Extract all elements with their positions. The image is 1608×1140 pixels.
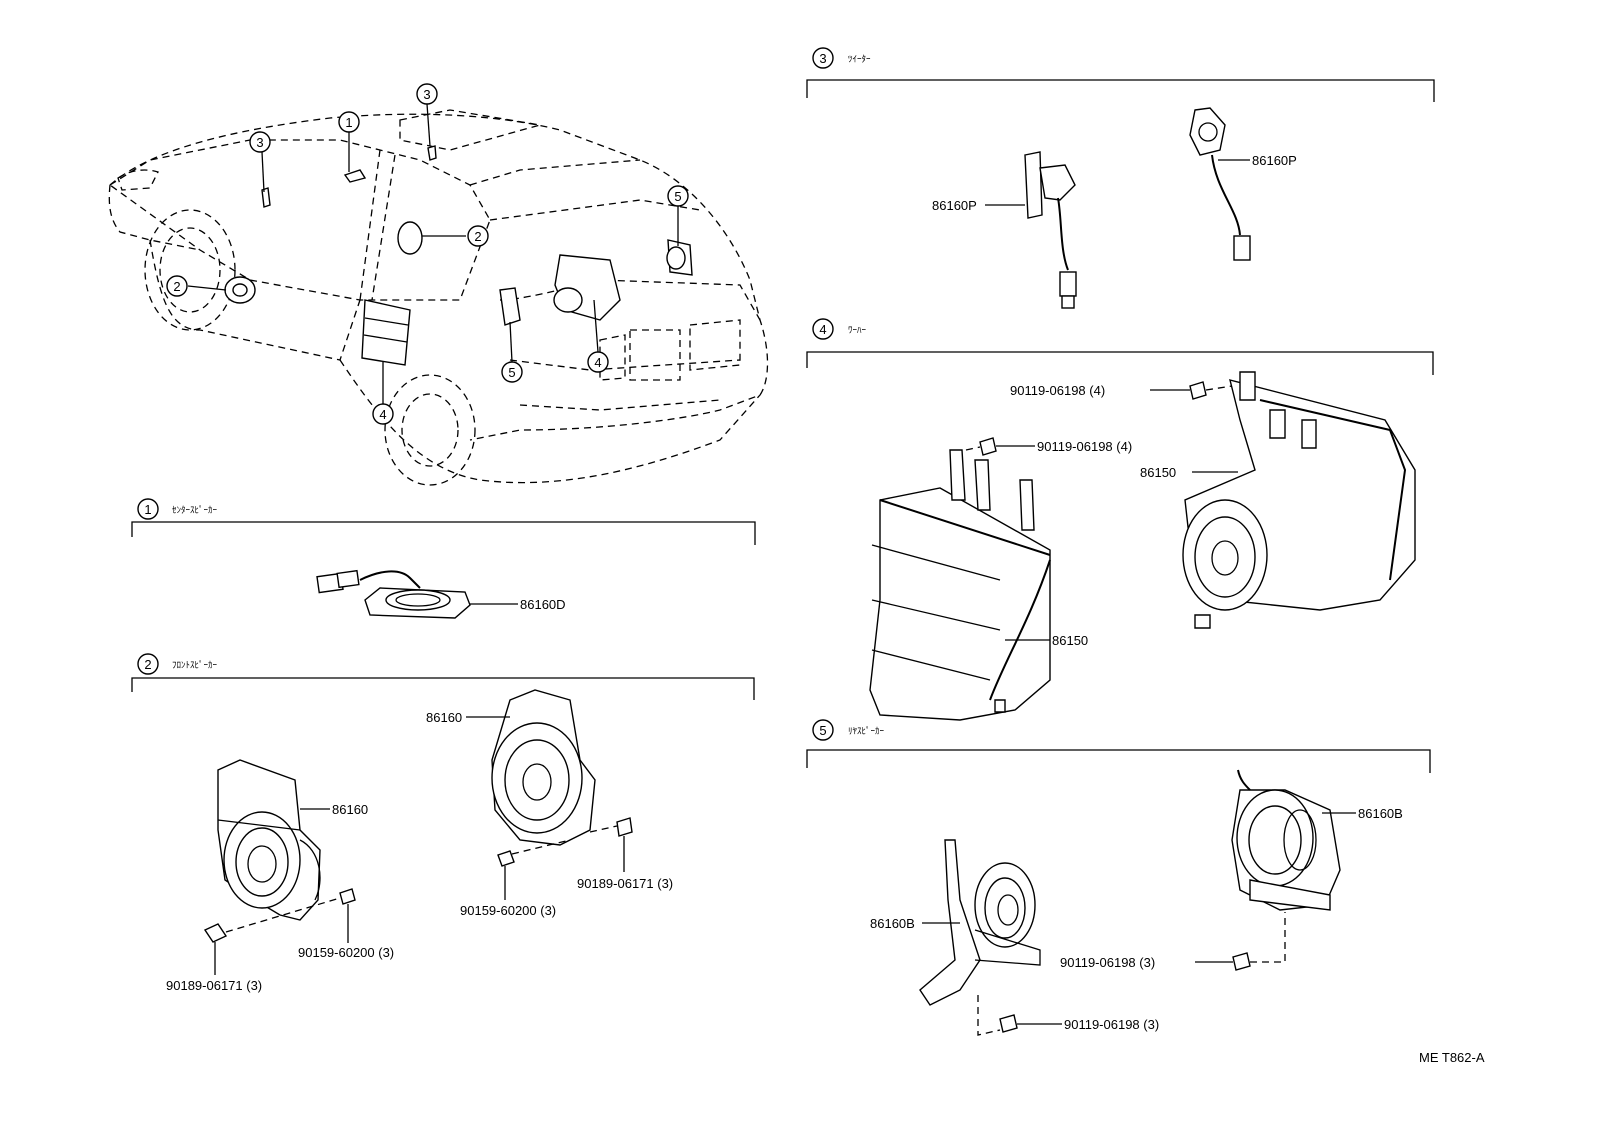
diagram-code: ME T862-A <box>1419 1050 1485 1065</box>
callout-circle <box>166 275 188 297</box>
section-title: ｾﾝﾀｰｽﾋﾟｰｶｰ <box>172 505 218 516</box>
part-label: 86150 <box>1140 465 1176 480</box>
section-rear-speaker: 5 ﾘﾔｽﾋﾟｰｶｰ 86160B 90119-06198 (3) 86160B… <box>806 719 1431 1036</box>
section-title: ﾌﾛﾝﾄｽﾋﾟｰｶｰ <box>172 660 218 671</box>
callout-circle <box>587 351 609 373</box>
callout-label: 3 <box>423 87 430 102</box>
section-number-circle <box>812 318 834 340</box>
callout-circle <box>667 185 689 207</box>
section-number: 1 <box>144 502 151 517</box>
section-title: ﾜｰﾊｰ <box>848 326 867 336</box>
part-label: 90119-06198 (4) <box>1010 383 1105 398</box>
section-title: ﾘﾔｽﾋﾟｰｶｰ <box>848 726 885 737</box>
part-label: 86160 <box>426 710 462 725</box>
screw-icon <box>339 888 356 905</box>
part-label: 90189-06171 (3) <box>166 978 262 993</box>
section-number: 5 <box>819 723 826 738</box>
part-label: 90159-60200 (3) <box>460 903 556 918</box>
section-title: ﾂｲｰﾀｰ <box>848 54 871 65</box>
woofer-box-left <box>869 487 1051 721</box>
callout-label: 4 <box>379 407 386 422</box>
section-number-circle <box>812 47 834 69</box>
section-number-circle <box>137 653 159 675</box>
callout-circle <box>338 111 360 133</box>
callout-label: 5 <box>508 365 515 380</box>
section-number-circle <box>137 498 159 520</box>
callout-circle <box>467 225 489 247</box>
section-center-speaker: 1 ｾﾝﾀｰｽﾋﾟｰｶｰ 86160D <box>131 498 756 619</box>
callout-label: 5 <box>674 189 681 204</box>
callout-label: 4 <box>594 355 601 370</box>
part-label: 86160P <box>932 198 977 213</box>
callout-circle <box>501 361 523 383</box>
bolt-icon <box>999 1014 1018 1033</box>
callout-circle <box>249 131 271 153</box>
tweeter-right <box>1189 107 1226 156</box>
section-front-speaker: 2 ﾌﾛﾝﾄｽﾋﾟｰｶｰ 86160 90159-60200 (3) 90189… <box>131 653 755 993</box>
part-label: 86160D <box>520 597 566 612</box>
part-label: 86150 <box>1052 633 1088 648</box>
section-tweeter: 3 ﾂｲｰﾀｰ 86160P 86160P <box>806 47 1435 309</box>
callout-label: 2 <box>173 279 180 294</box>
section-number-circle <box>812 719 834 741</box>
callout-label: 1 <box>345 115 352 130</box>
tweeter-bracket-left <box>1024 151 1043 219</box>
part-label: 86160B <box>1358 806 1403 821</box>
connector <box>1233 235 1251 261</box>
part-label: 86160P <box>1252 153 1297 168</box>
bolt-icon <box>1189 381 1207 400</box>
clip-icon <box>616 817 633 837</box>
part-label: 90159-60200 (3) <box>298 945 394 960</box>
rear-speaker-bracket <box>919 839 981 1006</box>
part-label: 86160 <box>332 802 368 817</box>
part-label: 90119-06198 (4) <box>1037 439 1132 454</box>
screw-icon <box>497 850 515 867</box>
callout-label: 3 <box>256 135 263 150</box>
tweeter-left <box>1039 164 1076 201</box>
bolt-icon <box>979 437 997 456</box>
part-label: 90119-06198 (3) <box>1060 955 1155 970</box>
part-label: 86160B <box>870 916 915 931</box>
part-label: 90189-06171 (3) <box>577 876 673 891</box>
bolt-icon <box>1232 952 1251 971</box>
callout-label: 2 <box>474 229 481 244</box>
section-number: 3 <box>819 51 826 66</box>
connector <box>1059 271 1077 297</box>
car-overview <box>108 109 769 486</box>
callout-circle <box>416 83 438 105</box>
section-woofer: 4 ﾜｰﾊｰ 86150 90119-06198 (4) 86150 90119… <box>806 318 1434 721</box>
part-label: 90119-06198 (3) <box>1064 1017 1159 1032</box>
clip-icon <box>203 923 228 943</box>
section-number: 4 <box>819 322 826 337</box>
car-callouts: 1 3 3 2 2 5 4 4 5 <box>166 83 689 425</box>
callout-circle <box>372 403 394 425</box>
section-number: 2 <box>144 657 151 672</box>
